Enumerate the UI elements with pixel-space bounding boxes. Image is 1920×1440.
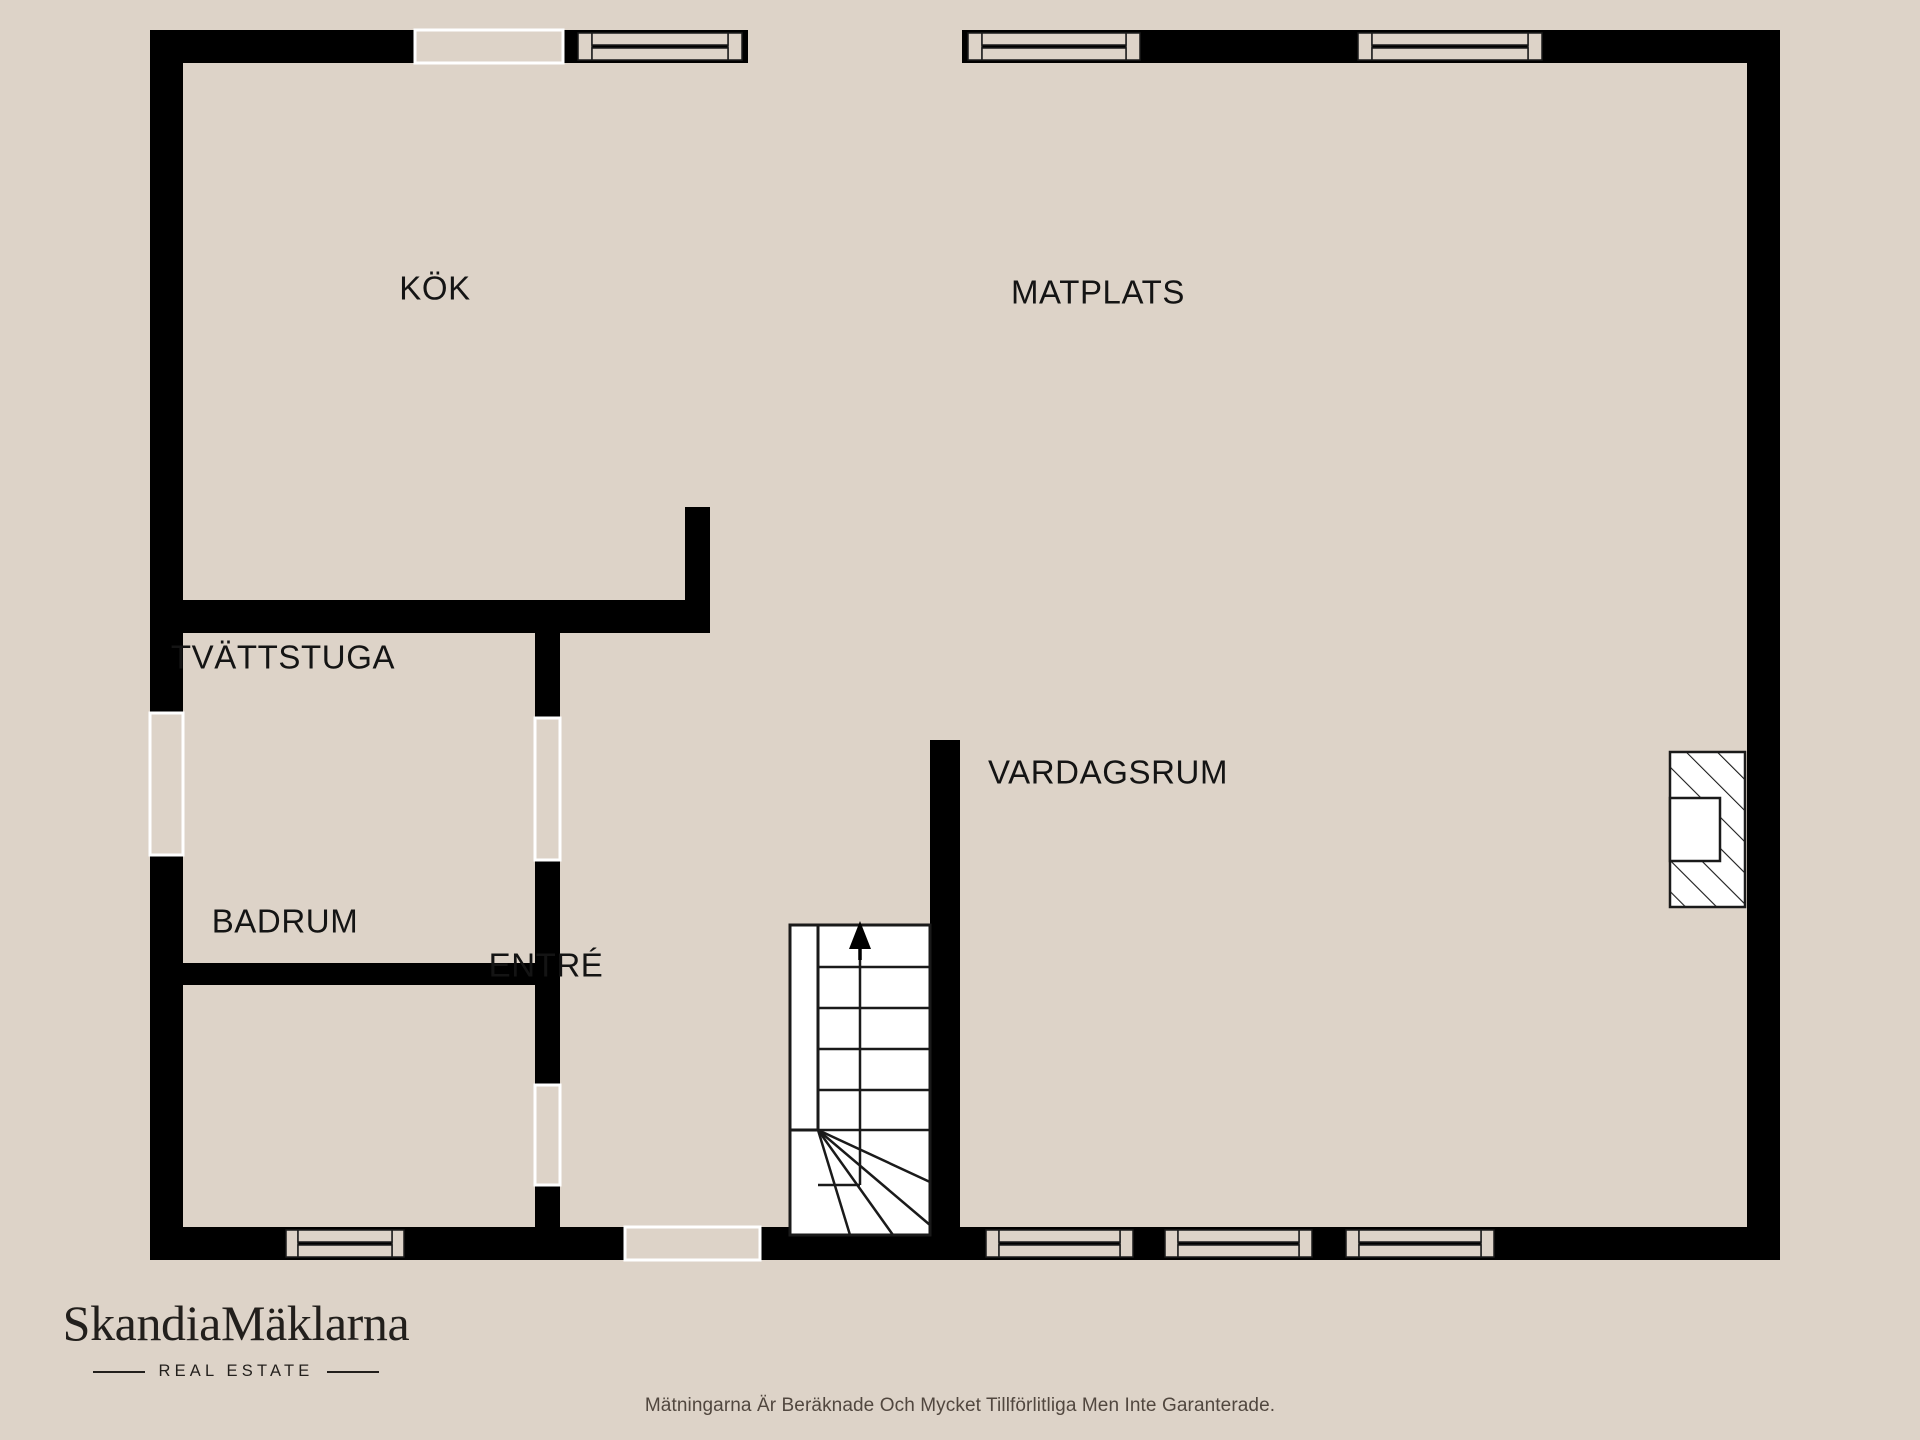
window-bottom-3 (1340, 1227, 1500, 1260)
room-label-entre: ENTRÉ (489, 947, 604, 984)
window-top-4 (1352, 30, 1548, 63)
exterior-walls (150, 30, 1780, 1260)
brand-wordmark: SkandiaMäklarna (62, 1295, 410, 1351)
floor-area (150, 30, 1780, 1260)
brand-rule-left-icon (93, 1370, 146, 1373)
window-bottom-1 (980, 1227, 1139, 1260)
window-top-2 (572, 30, 747, 63)
fireplace (1668, 750, 1747, 909)
door-tvattstuga-interior (533, 716, 562, 862)
footer: SkandiaMäklarna REAL ESTATE Mätningarna … (0, 1290, 1920, 1440)
door-badrum-interior (533, 1083, 562, 1187)
staircase (788, 921, 932, 1237)
window-top-1 (413, 28, 565, 65)
window-bottom-badrum (280, 1227, 410, 1260)
room-label-kok: KÖK (399, 270, 471, 307)
disclaimer-text: Mätningarna Är Beräknade Och Mycket Till… (644, 1395, 1276, 1416)
brand-tagline-row: REAL ESTATE (36, 1362, 436, 1381)
door-tvattstuga-exterior (148, 711, 185, 857)
room-label-vardagsrum: VARDAGSRUM (988, 754, 1228, 791)
window-bottom-2 (1159, 1227, 1318, 1260)
room-label-tvattstuga: TVÄTTSTUGA (171, 639, 395, 676)
room-label-badrum: BADRUM (212, 903, 359, 940)
brand-logo: SkandiaMäklarna REAL ESTATE (36, 1298, 436, 1381)
brand-rule-right-icon (326, 1370, 379, 1373)
window-top-3 (962, 30, 1147, 63)
room-label-matplats: MATPLATS (1011, 274, 1185, 311)
brand-tagline: REAL ESTATE (158, 1362, 314, 1380)
interior-walls (150, 507, 960, 1235)
door-entry (623, 1225, 762, 1262)
